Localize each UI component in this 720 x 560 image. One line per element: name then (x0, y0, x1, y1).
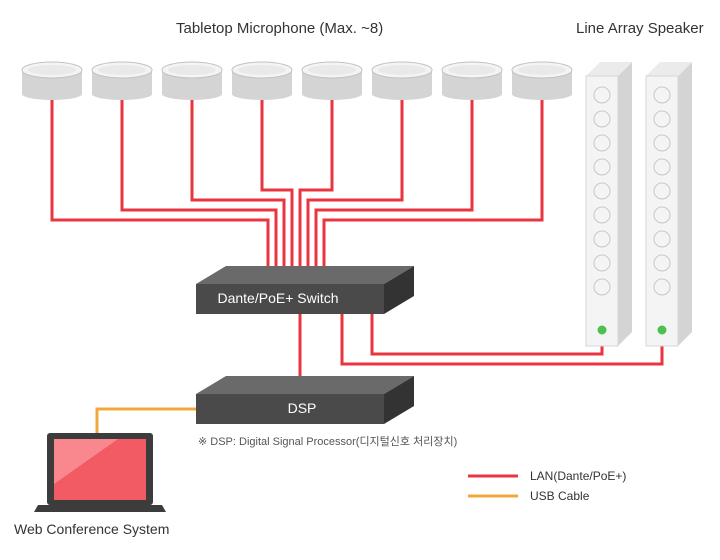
tabletop-microphone-icon (91, 61, 153, 100)
mic-grille (378, 65, 426, 75)
line-array-speaker-icon (585, 62, 632, 347)
mic-grille (518, 65, 566, 75)
speaker-driver (593, 158, 611, 176)
mic-base (372, 88, 432, 100)
tabletop-microphone-icon (511, 61, 573, 100)
speaker-driver (593, 182, 611, 200)
mic-grille (98, 65, 146, 75)
laptop-icon (34, 433, 166, 512)
lan-cable-mic-7 (314, 100, 474, 266)
tabletop-microphone-icon (161, 61, 223, 100)
legend (468, 474, 518, 498)
speaker-driver (653, 158, 671, 176)
switch-top (196, 266, 414, 284)
speaker-top (586, 62, 632, 76)
mic-grille (308, 65, 356, 75)
mic-base (22, 88, 82, 100)
mic-base (162, 88, 222, 100)
speaker-driver (593, 254, 611, 272)
dsp-top (196, 376, 414, 394)
lan-cable-mic-3 (190, 100, 286, 266)
speaker-driver (593, 206, 611, 224)
lan-cable-speaker-2 (340, 314, 664, 366)
mic-base (302, 88, 362, 100)
speaker-driver (653, 254, 671, 272)
mic-base (232, 88, 292, 100)
lan-cable-mic-2 (120, 100, 278, 266)
dsp-side (384, 376, 414, 424)
speaker-driver (653, 110, 671, 128)
speaker-side (618, 62, 632, 346)
mic-grille (28, 65, 76, 75)
legend-usb-label: USB Cable (530, 489, 590, 503)
speaker-led (597, 325, 607, 335)
lan-cable-speaker-1 (370, 314, 604, 356)
microphone-title: Tabletop Microphone (Max. ~8) (176, 20, 384, 37)
speaker-side (678, 62, 692, 346)
mic-base (512, 88, 572, 100)
speaker-top (646, 62, 692, 76)
tabletop-microphone-icon (301, 61, 363, 100)
speaker-driver (593, 86, 611, 104)
line-array-speaker-icon (645, 62, 692, 347)
legend-lan-label: LAN(Dante/PoE+) (530, 469, 627, 483)
lan-cables (50, 100, 664, 376)
lan-cable-mic-1 (50, 100, 270, 266)
tabletop-microphone-icon (441, 61, 503, 100)
usb-cable-computer (95, 407, 196, 433)
switch-front (196, 284, 384, 314)
dsp-note: ※ DSP: Digital Signal Processor(디지털신호 처리… (198, 436, 458, 448)
speaker-driver (653, 86, 671, 104)
speaker-led (657, 325, 667, 335)
mic-grille (238, 65, 286, 75)
lan-cable-mic-8 (322, 100, 544, 266)
speaker-group (585, 62, 692, 347)
mic-grille (168, 65, 216, 75)
speaker-driver (653, 206, 671, 224)
dsp-device (196, 376, 414, 424)
speaker-driver (653, 230, 671, 248)
laptop-base (34, 505, 166, 512)
speaker-driver (653, 182, 671, 200)
dsp-front (196, 394, 384, 424)
microphone-group (21, 61, 573, 100)
computer-label: Web Conference System (14, 521, 170, 537)
speaker-driver (653, 278, 671, 296)
tabletop-microphone-icon (21, 61, 83, 100)
switch-label: Dante/PoE+ Switch (217, 290, 339, 306)
mic-base (442, 88, 502, 100)
switch-side (384, 266, 414, 314)
usb-cables (95, 407, 196, 433)
speaker-driver (593, 278, 611, 296)
speaker-driver (593, 110, 611, 128)
mic-base (92, 88, 152, 100)
speaker-driver (593, 134, 611, 152)
lan-cable-mic-4 (260, 100, 294, 266)
tabletop-microphone-icon (231, 61, 293, 100)
speaker-driver (593, 230, 611, 248)
switch-device (196, 266, 414, 314)
lan-cable-mic-6 (306, 100, 404, 266)
dsp-label: DSP (287, 400, 317, 416)
tabletop-microphone-icon (371, 61, 433, 100)
mic-grille (448, 65, 496, 75)
laptop-screen-shine (54, 439, 118, 484)
speaker-driver (653, 134, 671, 152)
lan-cable-mic-5 (298, 100, 334, 266)
speaker-title: Line Array Speaker (576, 20, 704, 37)
